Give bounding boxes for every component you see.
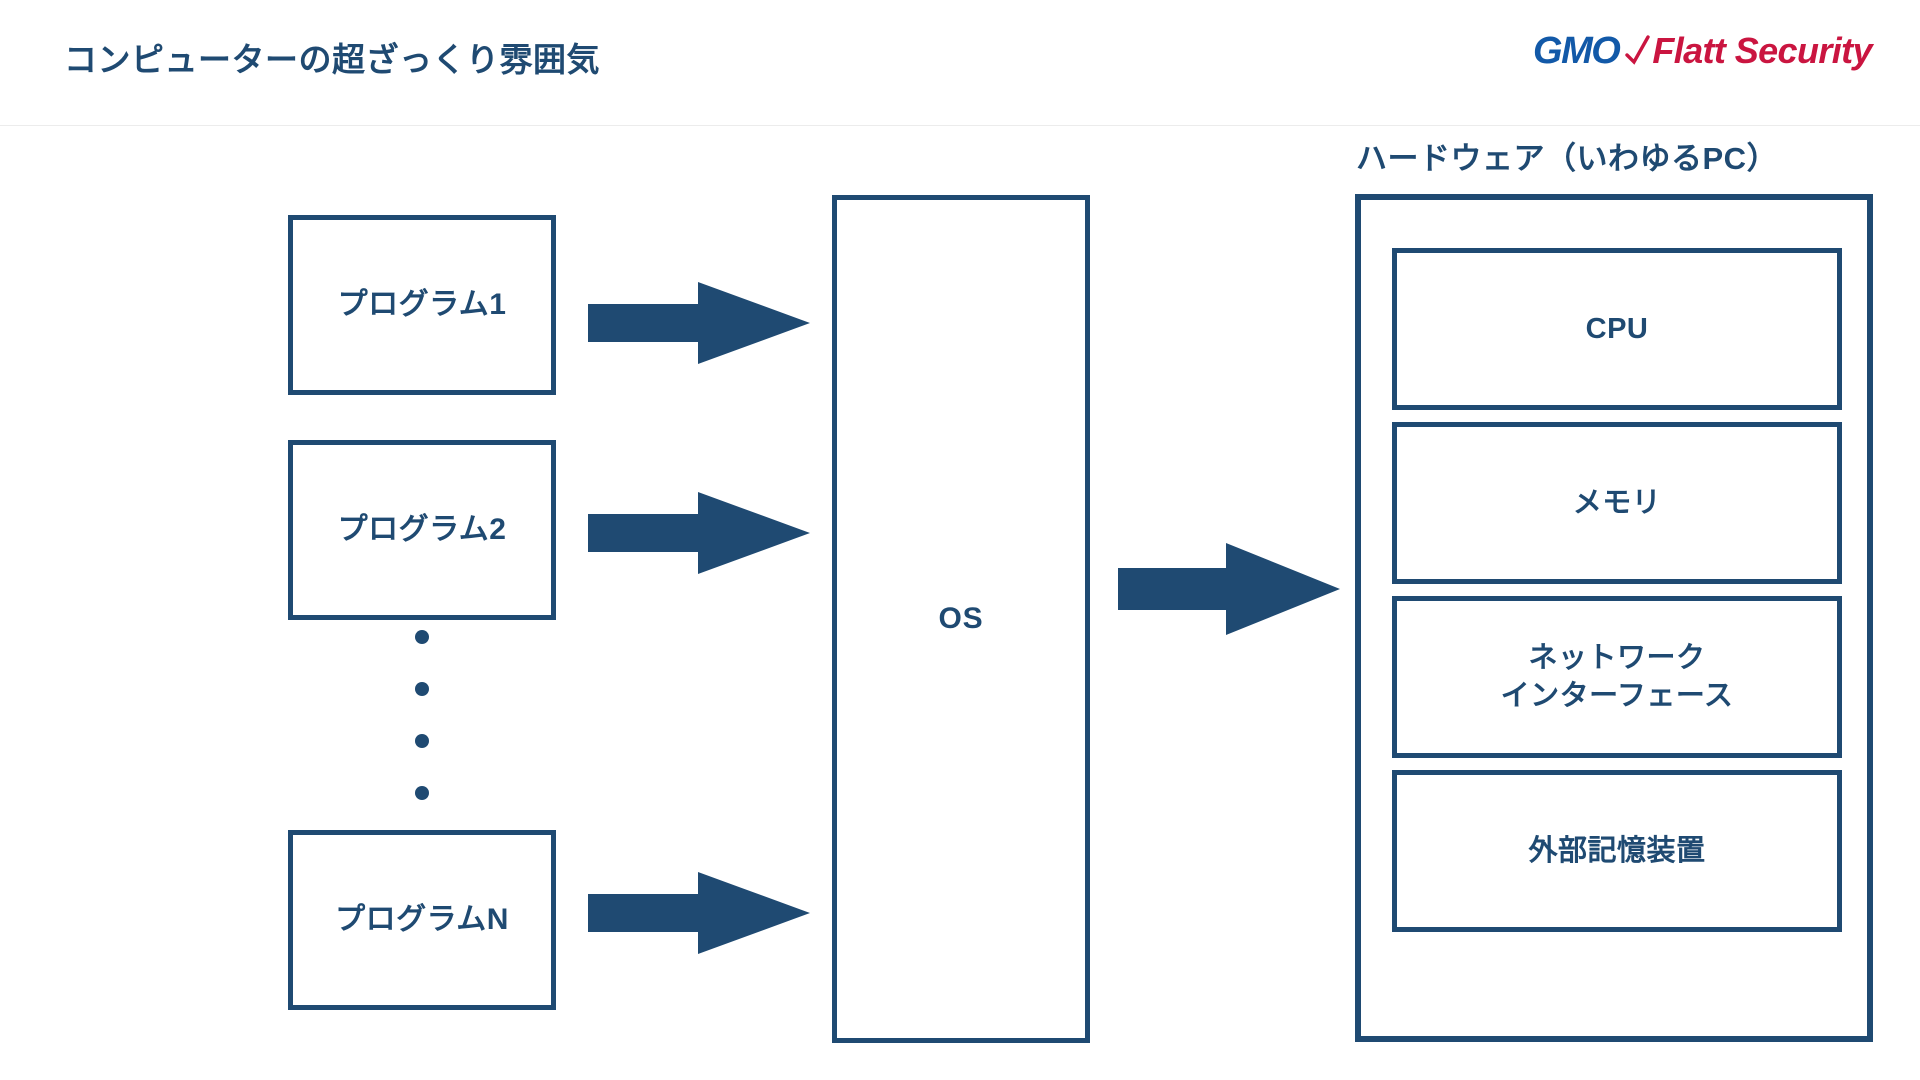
arrow-os-to-hardware-icon — [1118, 543, 1340, 635]
hardware-component-external-storage-label: 外部記憶装置 — [1528, 834, 1706, 867]
program-box-n: プログラムN — [288, 830, 556, 1010]
program-box-2-label: プログラム2 — [337, 512, 507, 546]
os-box: OS — [832, 195, 1090, 1043]
slide-header: コンピューターの超ざっくり雰囲気 GMO Flatt Security — [0, 0, 1920, 126]
hardware-component-cpu: CPU — [1392, 248, 1842, 410]
hardware-component-cpu-label: CPU — [1585, 312, 1649, 345]
hardware-component-external-storage: 外部記憶装置 — [1392, 770, 1842, 932]
hardware-component-network-interface: ネットワーク インターフェース — [1392, 596, 1842, 758]
ellipsis-dot — [415, 630, 429, 644]
arrow-programn-to-os-icon — [588, 872, 810, 954]
hardware-group-label: ハードウェア（いわゆるPC） — [1356, 141, 1779, 176]
arrow-program1-to-os-icon — [588, 282, 810, 364]
hardware-component-memory-label: メモリ — [1572, 486, 1662, 519]
ellipsis-dot — [415, 734, 429, 748]
hardware-component-memory: メモリ — [1392, 422, 1842, 584]
program-box-2: プログラム2 — [288, 440, 556, 620]
program-ellipsis-dots — [288, 630, 556, 800]
arrow-program2-to-os-icon — [588, 492, 810, 574]
page-title: コンピューターの超ざっくり雰囲気 — [64, 41, 600, 78]
ellipsis-dot — [415, 682, 429, 696]
flatt-security-wordmark: Flatt Security — [1652, 30, 1872, 71]
os-box-label: OS — [938, 601, 984, 635]
program-box-n-label: プログラムN — [335, 902, 509, 936]
check-swoosh-icon — [1625, 34, 1651, 74]
program-box-1-label: プログラム1 — [337, 287, 507, 321]
ellipsis-dot — [415, 786, 429, 800]
gmo-flatt-security-logo: GMO Flatt Security — [1533, 28, 1873, 74]
hardware-component-network-interface-label: ネットワーク インターフェース — [1500, 641, 1734, 712]
gmo-wordmark: GMO — [1533, 30, 1621, 72]
program-box-1: プログラム1 — [288, 215, 556, 395]
hardware-outer-box: CPU メモリ ネットワーク インターフェース 外部記憶装置 — [1355, 194, 1873, 1042]
